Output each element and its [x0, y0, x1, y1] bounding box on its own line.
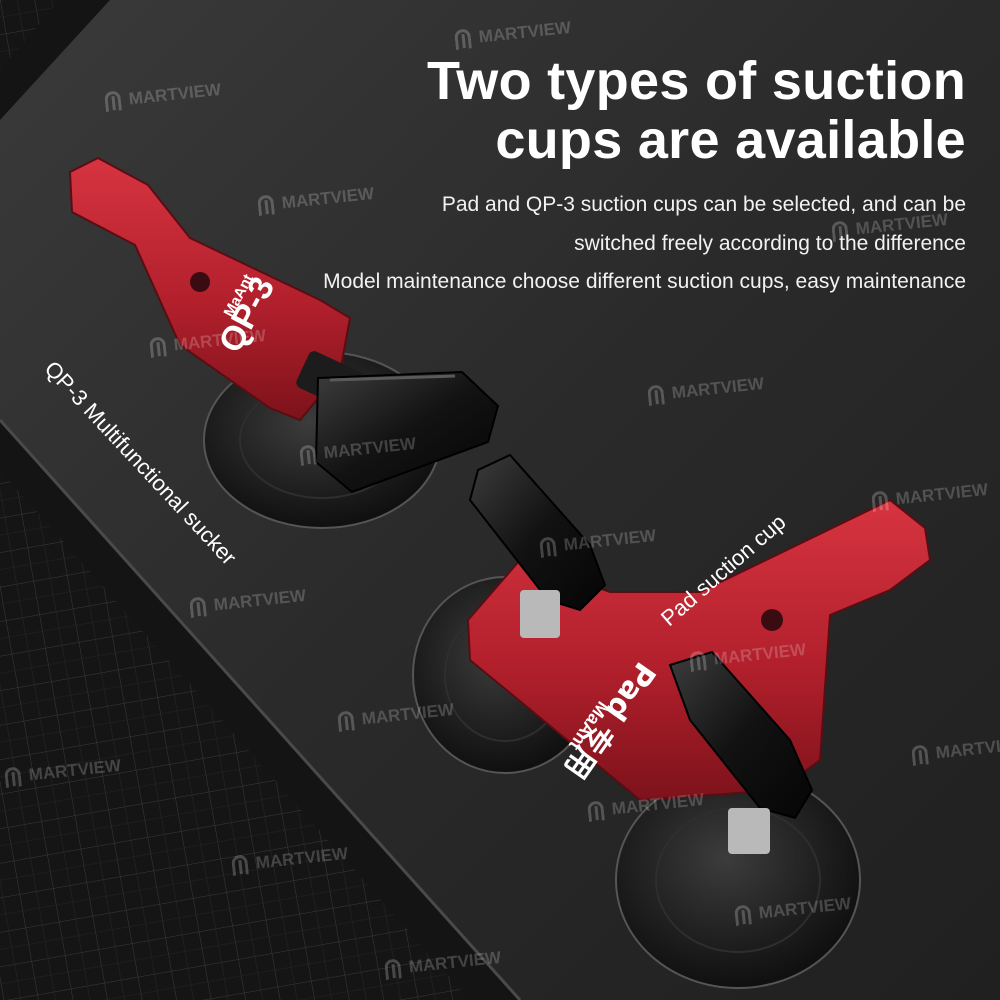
martview-m-logo-icon	[103, 90, 122, 112]
tablet-edge	[0, 418, 522, 1000]
qp3-arm-hole	[190, 272, 210, 292]
martview-m-logo-icon	[188, 596, 207, 618]
description-line-1: Pad and QP-3 suction cups can be selecte…	[441, 193, 966, 216]
martview-m-logo-icon	[688, 650, 707, 672]
martview-m-logo-icon	[586, 800, 605, 822]
martview-m-logo-icon	[453, 28, 472, 50]
martview-m-logo-icon	[910, 744, 929, 766]
pad-arm-hole	[761, 609, 783, 631]
pad-handle-left	[468, 453, 607, 612]
headline-line-1: Two types of suction	[426, 51, 966, 111]
headline-line-2: cups are available	[495, 110, 966, 170]
martview-m-logo-icon	[148, 336, 167, 358]
headline: Two types of suction cups are available	[326, 52, 966, 170]
description-line-3: Model maintenance choose different sucti…	[323, 270, 966, 293]
martview-m-logo-icon	[646, 384, 665, 406]
martview-m-logo-icon	[383, 958, 402, 980]
martview-m-logo-icon	[870, 490, 889, 512]
martview-m-logo-icon	[733, 904, 752, 926]
pad-handle-right	[668, 650, 814, 820]
pad-hinge-right	[728, 808, 770, 854]
martview-m-logo-icon	[298, 444, 317, 466]
martview-m-logo-icon	[230, 854, 249, 876]
qp3-suction-tool: QP-3 MaAnt	[68, 156, 500, 529]
martview-m-logo-icon	[336, 710, 355, 732]
martview-m-logo-icon	[3, 766, 22, 788]
description-line-2: switched freely according to the differe…	[574, 231, 966, 255]
pad-suction-tool: Pad 专用 MaAnt	[412, 453, 932, 989]
martview-m-logo-icon	[538, 536, 557, 558]
pad-red-arm	[466, 498, 932, 802]
pad-hinge-left	[520, 590, 560, 638]
description: Pad and QP-3 suction cups can be selecte…	[186, 186, 966, 302]
